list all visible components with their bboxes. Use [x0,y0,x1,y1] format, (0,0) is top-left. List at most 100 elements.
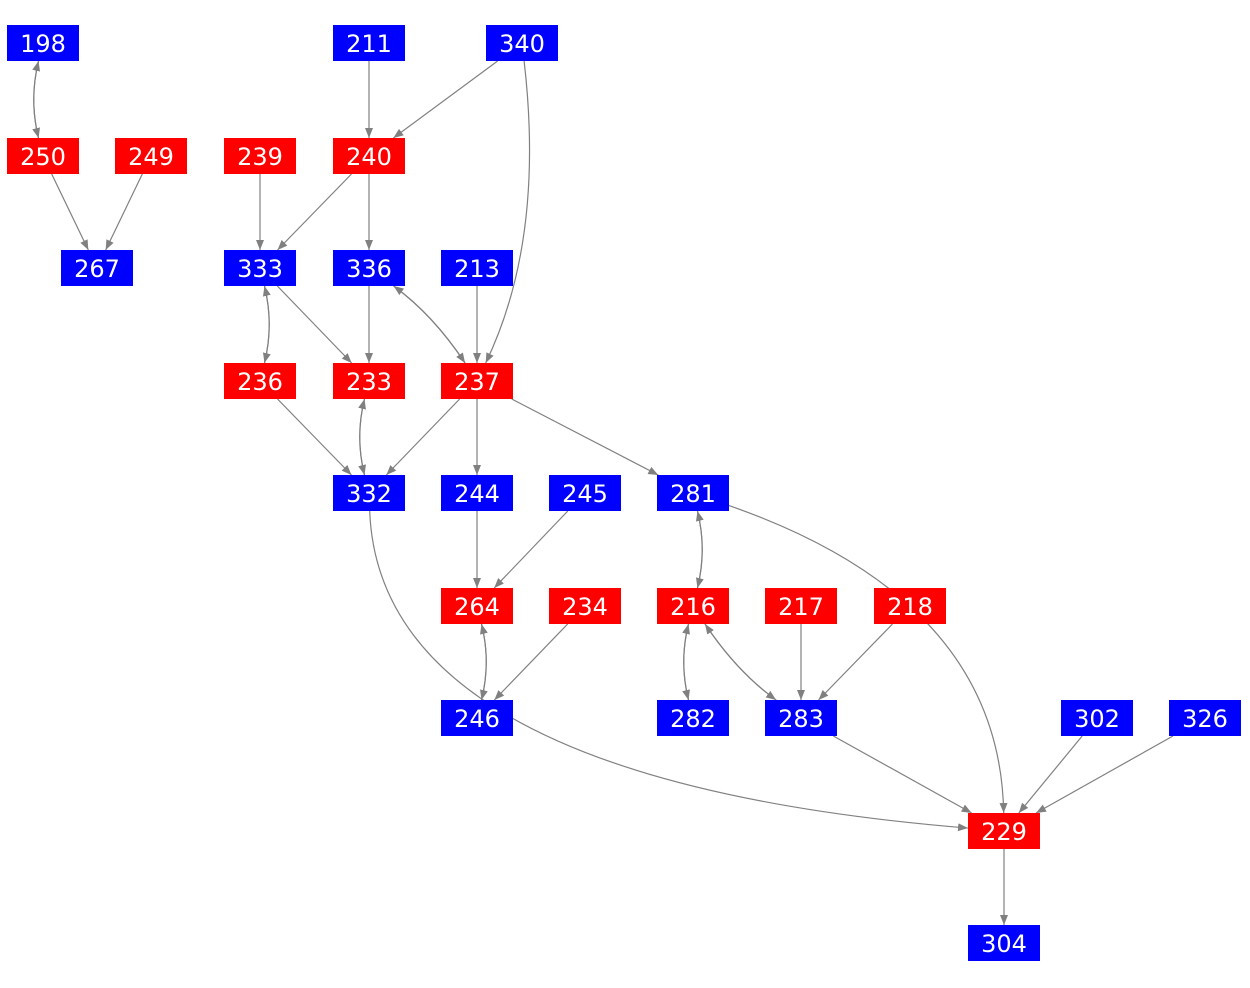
node-217[interactable]: 217 [765,588,837,624]
node-box [115,138,187,174]
node-label: 245 [562,480,608,508]
node-box [1061,700,1133,736]
node-label: 198 [20,30,66,58]
node-281[interactable]: 281 [657,475,729,511]
node-label: 216 [670,593,716,621]
node-label: 229 [981,818,1027,846]
node-label: 246 [454,705,500,733]
node-label: 282 [670,705,716,733]
node-box [333,25,405,61]
edge-332-to-233 [358,398,366,476]
node-label: 213 [454,255,500,283]
node-box [61,250,133,286]
node-282[interactable]: 282 [657,700,729,736]
node-283[interactable]: 283 [765,700,837,736]
node-label: 332 [346,480,392,508]
edge-336-to-237 [393,285,466,364]
node-label: 250 [20,143,66,171]
edge-234-to-246 [493,623,569,701]
node-box [333,363,405,399]
node-box [486,25,558,61]
node-302[interactable]: 302 [1061,700,1133,736]
node-label: 336 [346,255,392,283]
node-box [224,138,296,174]
node-label: 283 [778,705,824,733]
node-label: 304 [981,930,1027,958]
edge-332-to-229 [369,510,969,832]
node-label: 211 [346,30,392,58]
edges-layer [32,60,1174,925]
node-box [333,250,405,286]
node-229[interactable]: 229 [968,813,1040,849]
node-198[interactable]: 198 [7,25,79,61]
node-244[interactable]: 244 [441,475,513,511]
node-label: 267 [74,255,120,283]
node-236[interactable]: 236 [224,363,296,399]
node-label: 333 [237,255,283,283]
edge-302-to-229 [1018,735,1083,814]
node-211[interactable]: 211 [333,25,405,61]
node-label: 217 [778,593,824,621]
node-239[interactable]: 239 [224,138,296,174]
node-332[interactable]: 332 [333,475,405,511]
node-label: 240 [346,143,392,171]
node-label: 237 [454,368,500,396]
node-box [441,475,513,511]
node-246[interactable]: 246 [441,700,513,736]
edge-250-to-267 [51,173,89,251]
node-box [7,25,79,61]
node-box [968,925,1040,961]
edge-250-to-198 [32,60,41,139]
node-240[interactable]: 240 [333,138,405,174]
node-304[interactable]: 304 [968,925,1040,961]
edge-240-to-333 [277,173,352,251]
edge-340-to-240 [393,60,498,139]
node-340[interactable]: 340 [486,25,558,61]
node-326[interactable]: 326 [1169,700,1241,736]
node-label: 239 [237,143,283,171]
node-box [968,813,1040,849]
node-245[interactable]: 245 [549,475,621,511]
edge-326-to-229 [1035,735,1174,814]
edge-283-to-216 [704,623,777,701]
node-218[interactable]: 218 [874,588,946,624]
edge-237-to-336 [393,285,466,364]
node-box [441,363,513,399]
node-216[interactable]: 216 [657,588,729,624]
node-333[interactable]: 333 [224,250,296,286]
node-box [765,588,837,624]
node-label: 234 [562,593,608,621]
node-233[interactable]: 233 [333,363,405,399]
edge-283-to-229 [833,735,972,814]
node-box [1169,700,1241,736]
node-box [224,363,296,399]
node-250[interactable]: 250 [7,138,79,174]
node-237[interactable]: 237 [441,363,513,399]
edge-249-to-267 [105,173,143,251]
node-249[interactable]: 249 [115,138,187,174]
edge-236-to-333 [262,285,271,364]
edge-281-to-229 [728,504,1008,814]
node-box [657,475,729,511]
edge-216-to-281 [695,510,704,589]
edge-340-to-237 [485,60,531,364]
node-264[interactable]: 264 [441,588,513,624]
node-234[interactable]: 234 [549,588,621,624]
edge-245-to-264 [493,510,569,589]
edge-216-to-283 [704,623,777,701]
node-267[interactable]: 267 [61,250,133,286]
node-label: 340 [499,30,545,58]
node-box [657,700,729,736]
node-box [874,588,946,624]
edge-218-to-283 [818,623,893,701]
edge-237-to-332 [385,398,461,476]
edge-237-to-281 [511,398,659,476]
node-label: 233 [346,368,392,396]
node-336[interactable]: 336 [333,250,405,286]
node-label: 244 [454,480,500,508]
nodes-layer: 198 211 340 250 249 239 240 267 333 336 213 236 233 2… [7,25,1241,961]
node-213[interactable]: 213 [441,250,513,286]
node-box [765,700,837,736]
